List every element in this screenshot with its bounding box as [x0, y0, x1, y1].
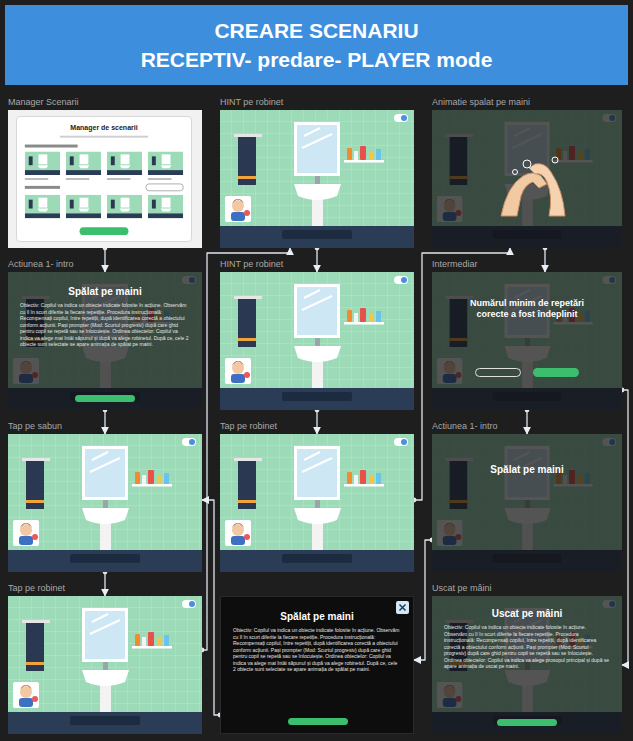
- flow-connector: [202, 500, 220, 715]
- outline-button: [475, 368, 521, 377]
- bath-use: [8, 596, 202, 734]
- bath-illustration: [220, 110, 414, 248]
- screen-frame: Actiunea 1- introSpălat pe maini: [432, 434, 622, 572]
- screen-frame: Tap pe robinet: [220, 434, 414, 572]
- green-button: [288, 718, 348, 725]
- screen-label: Manager Scenarii: [8, 97, 79, 108]
- bath-use: [220, 272, 414, 410]
- bath-use: [220, 434, 414, 572]
- flow-connector: [544, 248, 545, 272]
- connector-group: [103, 246, 108, 272]
- screen-heading: Spălat pe maini: [438, 464, 616, 476]
- screen-label: Actiunea 1- intro: [432, 421, 498, 432]
- screen-frame: Actiunea 1- introSpălat pe mainiObiectiv…: [8, 272, 202, 410]
- screen-frame: Uscat pe mâiniUscat pe mâiniObiectiv: Co…: [432, 596, 622, 734]
- flow-connector: [622, 390, 628, 665]
- screen-label: Intermediar: [432, 259, 478, 270]
- screen-label: HINT pe robinet: [220, 259, 283, 270]
- hands-use: [501, 157, 565, 216]
- green-button: [497, 719, 557, 726]
- connector-group: [543, 246, 548, 272]
- screen-frame: Animatie spalat pe maini: [432, 110, 622, 248]
- instruction-text: Obiectiv: Copilul va indica un obiecte i…: [20, 302, 190, 348]
- screen-frame: HINT pe robinet: [220, 110, 414, 248]
- overlay-panel: Spălat pe mainiObiectiv: Copilul va indi…: [220, 596, 414, 734]
- bath-use: [432, 596, 622, 734]
- close-box: [396, 601, 409, 614]
- flow-connector: [316, 248, 317, 272]
- screen-heading: Numărul minim de repetări corecte a fost…: [458, 298, 596, 320]
- bath-illustration: [220, 272, 414, 410]
- flow-connector: [316, 410, 317, 434]
- flow-connector: [104, 410, 105, 434]
- bath-use: [432, 434, 622, 572]
- screen-label: HINT pe robinet: [220, 97, 283, 108]
- screen-label: Tap pe sabun: [8, 421, 62, 432]
- bath-use: [432, 110, 622, 248]
- flow-connector: [104, 572, 105, 596]
- green-button: [533, 368, 579, 377]
- thumbs-illustration: [17, 117, 191, 241]
- screen-label: Animatie spalat pe maini: [432, 97, 530, 108]
- flow-connector: [526, 410, 527, 434]
- screen-frame: Tap pe sabun: [8, 434, 202, 572]
- flow-connector: [104, 248, 105, 272]
- close-icon: [396, 601, 409, 614]
- screen-frame: Tap pe robinet: [8, 596, 202, 734]
- title-text: CREARE SCENARIU: [5, 18, 628, 44]
- bath-use: [432, 272, 622, 410]
- dim-overlay: [432, 434, 622, 572]
- thumbs-use: [25, 136, 183, 235]
- screen-frame: Manager ScenariiManager de scenarii: [8, 110, 202, 248]
- instruction-text: Obiectiv: Copilul va indica un obiecte i…: [444, 624, 610, 670]
- connector-group: [525, 408, 530, 434]
- screen-label: Actiunea 1- intro: [8, 259, 74, 270]
- connector-group: [103, 408, 108, 434]
- hands-illustration: [493, 150, 573, 220]
- manager-card: Manager de scenarii: [16, 116, 192, 242]
- title-banner: CREARE SCENARIU RECEPTIV- predare- PLAYER…: [5, 5, 628, 85]
- screen-frame: HINT pe robinet: [220, 272, 414, 410]
- green-button: [75, 395, 135, 402]
- screen-frame: IntermediarNumărul minim de repetări cor…: [432, 272, 622, 410]
- screen-heading: Spălat pe maini: [227, 611, 407, 623]
- bath-illustration: [8, 434, 202, 572]
- connector-group: [315, 408, 320, 434]
- bath-use: [8, 434, 202, 572]
- bath-illustration: [8, 596, 202, 734]
- connector-group: [103, 570, 108, 596]
- instruction-text: Obiectiv: Copilul va indica un obiecte i…: [233, 627, 401, 673]
- close-cross: [400, 605, 406, 611]
- screen-label: Tap pe robinet: [8, 583, 65, 594]
- screen-heading: Spălat pe maini: [14, 286, 196, 298]
- card-heading: Manager de scenarii: [23, 123, 185, 132]
- screen-heading: Uscat pe mâini: [438, 608, 616, 620]
- subtitle-text: RECEPTIV- predare- PLAYER mode: [5, 47, 628, 73]
- dim-overlay: [432, 272, 622, 410]
- bath-illustration: [220, 434, 414, 572]
- screen-label: Tap pe robinet: [220, 421, 277, 432]
- connector-group: [315, 246, 320, 272]
- bath-use: [8, 272, 202, 410]
- flow-connector: [414, 540, 432, 660]
- bath-use: [220, 110, 414, 248]
- screen-label: Uscat pe mâini: [432, 583, 492, 594]
